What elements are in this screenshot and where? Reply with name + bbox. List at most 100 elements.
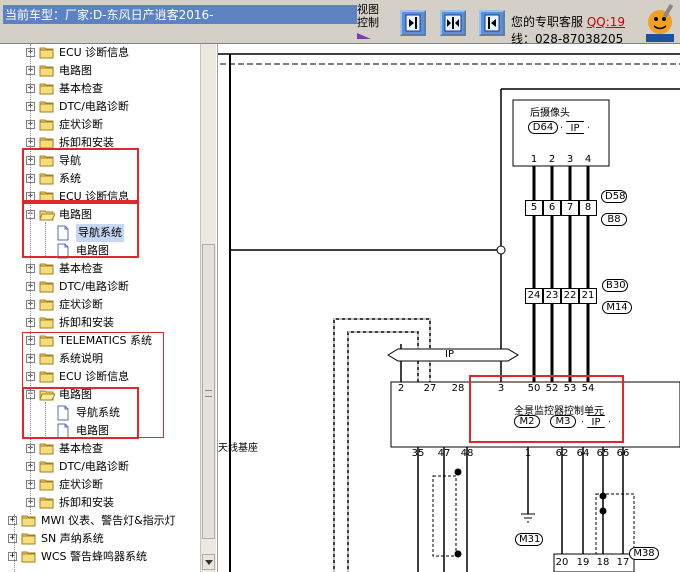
control-unit-pin-label: 52	[545, 383, 559, 394]
tree-item-label: 症状诊断	[59, 298, 103, 311]
tree-item-label: 症状诊断	[59, 478, 103, 491]
tree-guide-line	[30, 44, 31, 514]
control-unit-pin-label: 47	[437, 448, 451, 459]
tree-item-label: 基本检查	[59, 442, 103, 455]
connector-pin-box: 6	[543, 200, 561, 216]
support-qq-link[interactable]: QQ:19	[586, 15, 626, 29]
control-unit-pin-label: 1	[524, 448, 532, 459]
connector-pin-box: 7	[561, 200, 579, 216]
control-unit-pin-label: 53	[563, 383, 577, 394]
control-unit-pin-label: 3	[497, 383, 505, 394]
unit-connector-m3: M3	[550, 415, 576, 428]
connector-tag-m14: M14	[602, 301, 632, 314]
tree-guide-line	[45, 402, 46, 438]
tree-item-label: 拆卸和安装	[59, 316, 114, 329]
scroll-down-button[interactable]	[202, 554, 215, 570]
tree-item-label: 拆卸和安装	[59, 136, 114, 149]
tree-item-label: ECU 诊断信息	[59, 370, 130, 383]
control-unit-title: 全景监控器控制单元	[514, 406, 604, 417]
expand-icon[interactable]: +	[8, 533, 17, 543]
connector-pin-box: 21	[579, 288, 597, 304]
tree-item-label: MWI 仪表、警告灯&指示灯	[41, 514, 176, 527]
view-control-line2: 控制	[357, 16, 379, 29]
connector-tag-b30: B30	[602, 279, 628, 292]
control-unit-pin-label: 65	[596, 448, 610, 459]
circuit-wiring	[218, 53, 680, 572]
control-unit-pin-label: 54	[581, 383, 595, 394]
connector-pin-label: 18	[596, 557, 610, 568]
tree-item-label: DTC/电路诊断	[59, 100, 129, 113]
connector-pin-box: 24	[525, 288, 543, 304]
tree-item-label: 拆卸和安装	[59, 496, 114, 509]
tree-item-label: 电路图	[59, 64, 92, 77]
tree-item-label: 导航	[59, 154, 81, 167]
tree-item-label: 电路图	[59, 208, 92, 221]
control-unit-pin-label: 28	[451, 383, 465, 394]
split-view-button[interactable]	[440, 10, 466, 36]
camera-pin-label: 1	[530, 154, 538, 165]
ground-tag-m31: M31	[515, 533, 543, 546]
connector-pin-box: 23	[543, 288, 561, 304]
control-unit-pin-label: 2	[397, 383, 405, 394]
tree-item-label: ECU 诊断信息	[59, 190, 130, 203]
control-unit-pin-label: 62	[555, 448, 569, 459]
control-unit-pin-label: 48	[460, 448, 474, 459]
tree-item-label: TELEMATICS 系统	[59, 334, 153, 347]
tree-guide-line	[14, 514, 15, 572]
tree-item-label: ECU 诊断信息	[59, 46, 130, 59]
unit-connector-m2: M2	[514, 415, 540, 428]
connector-tag-m38: M38	[629, 547, 659, 560]
view-control-line1: 视图	[357, 3, 379, 16]
show-panel-button[interactable]	[400, 10, 426, 36]
support-phone: 线：028-87038205	[511, 32, 624, 46]
tree-item-label: DTC/电路诊断	[59, 460, 129, 473]
control-unit-pin-label: 27	[423, 383, 437, 394]
tree-item-label: 导航系统	[76, 406, 120, 419]
control-unit-pin-label: 50	[527, 383, 541, 394]
split-view-icon	[444, 14, 462, 32]
tree-item-label: 导航系统	[76, 224, 124, 242]
title-bar: 当前车型：厂家:D-东风日产逍客2016- 视图 控制 您的专职客服 QQ:19…	[0, 0, 680, 46]
tree-scroll-thumb[interactable]	[202, 244, 215, 539]
tree-item-label: 电路图	[76, 424, 109, 437]
tree-item-label: WCS 警告蜂鸣器系统	[41, 550, 148, 563]
connector-tag-b8: B8	[601, 213, 627, 226]
hide-panel-icon	[484, 14, 500, 32]
camera-pin-label: 4	[584, 154, 592, 165]
connector-pin-label: 19	[576, 557, 590, 568]
connector-tag-d58: D58	[601, 190, 627, 203]
view-control-label: 视图 控制	[357, 3, 389, 39]
tree-item-label: 基本检查	[59, 262, 103, 275]
tree-guide-line	[45, 222, 46, 258]
harness-label: IP	[445, 349, 454, 360]
tree-scrollbar[interactable]	[200, 44, 216, 572]
unit-connector-ip: IP	[582, 415, 610, 428]
mascot-logo-icon	[646, 3, 674, 42]
camera-pin-label: 3	[566, 154, 574, 165]
support-info: 您的专职客服 QQ:19 线：028-87038205	[511, 14, 641, 48]
control-unit-pin-label: 64	[576, 448, 590, 459]
show-panel-icon	[405, 14, 421, 32]
camera-connector-tag: D64	[528, 121, 558, 134]
tree-item-label: DTC/电路诊断	[59, 280, 129, 293]
tree-item-label: 基本检查	[59, 82, 103, 95]
connector-pin-box: 8	[579, 200, 597, 216]
connector-pin-label: 20	[555, 557, 569, 568]
expand-icon[interactable]: +	[8, 515, 17, 525]
tree-item-label: 症状诊断	[59, 118, 103, 131]
support-label: 您的专职客服	[511, 15, 587, 29]
camera-pin-label: 2	[548, 154, 556, 165]
current-car-model-label: 当前车型：厂家:D-东风日产逍客2016-	[3, 5, 357, 24]
control-unit-pin-label: 66	[616, 448, 630, 459]
tree-item-label: 电路图	[59, 388, 92, 401]
navigation-tree: +ECU 诊断信息+电路图+基本检查+DTC/电路诊断+症状诊断+拆卸和安装+导…	[0, 44, 218, 572]
tree-item-label: 系统说明	[59, 352, 103, 365]
connector-pin-box: 5	[525, 200, 543, 216]
hide-panel-button[interactable]	[479, 10, 505, 36]
tree-item-label: 电路图	[76, 244, 109, 257]
tree-item-label: SN 声纳系统	[41, 532, 104, 545]
camera-ip-tag: IP	[561, 121, 589, 134]
expand-icon[interactable]: +	[8, 551, 17, 561]
control-unit-pin-label: 35	[411, 448, 425, 459]
